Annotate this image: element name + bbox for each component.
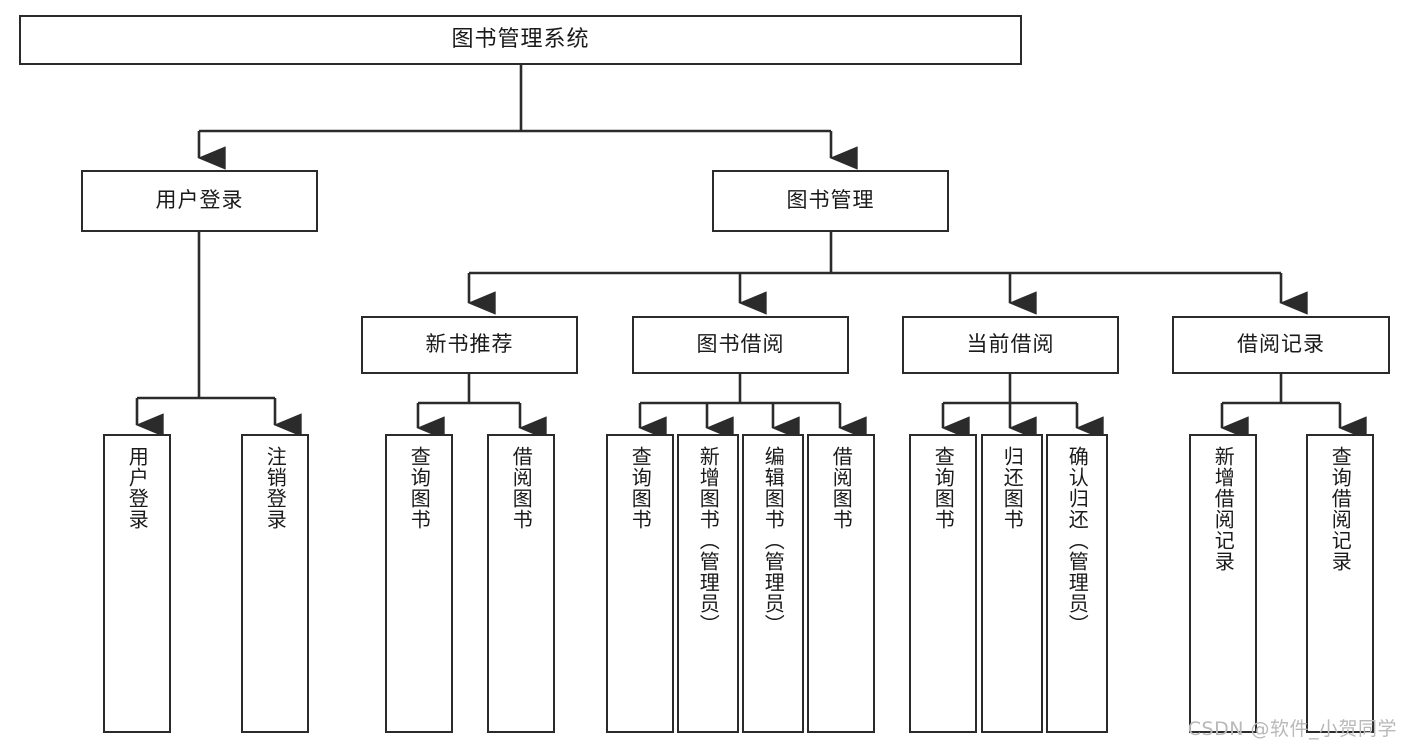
node-leaf-add-record-label: 新增借阅记录 <box>1211 446 1236 572</box>
node-leaf-confirm-return[interactable]: 确认归还（管理员） <box>1046 434 1108 733</box>
node-leaf-query-book-2-label: 查询图书 <box>628 446 653 530</box>
node-leaf-query-book-1-label: 查询图书 <box>407 446 432 530</box>
node-leaf-query-record[interactable]: 查询借阅记录 <box>1306 434 1374 733</box>
node-leaf-user-login-label: 用户登录 <box>125 446 150 530</box>
node-leaf-add-record[interactable]: 新增借阅记录 <box>1189 434 1257 733</box>
node-leaf-edit-book[interactable]: 编辑图书（管理员） <box>742 434 804 733</box>
node-book-manage[interactable]: 图书管理 <box>712 170 949 232</box>
node-leaf-logout-login-label: 注销登录 <box>263 446 288 530</box>
node-leaf-return-book-label: 归还图书 <box>1000 446 1025 530</box>
node-leaf-query-record-label: 查询借阅记录 <box>1328 446 1353 572</box>
node-book-borrow[interactable]: 图书借阅 <box>632 316 849 374</box>
node-leaf-edit-book-label: 编辑图书（管理员） <box>761 446 786 635</box>
node-leaf-query-book-2[interactable]: 查询图书 <box>606 434 674 733</box>
node-leaf-borrow-book-2[interactable]: 借阅图书 <box>807 434 875 733</box>
node-leaf-query-book-3-label: 查询图书 <box>931 446 956 530</box>
node-user-login[interactable]: 用户登录 <box>81 170 318 232</box>
node-leaf-logout-login[interactable]: 注销登录 <box>241 434 309 733</box>
node-leaf-borrow-book-1[interactable]: 借阅图书 <box>487 434 555 733</box>
node-borrow-record[interactable]: 借阅记录 <box>1172 316 1390 374</box>
node-current-borrow[interactable]: 当前借阅 <box>902 316 1119 374</box>
node-leaf-borrow-book-2-label: 借阅图书 <box>829 446 854 530</box>
watermark-text: CSDN @软件_小贺同学 <box>1187 718 1397 740</box>
node-leaf-query-book-3[interactable]: 查询图书 <box>909 434 977 733</box>
node-leaf-add-book-label: 新增图书（管理员） <box>696 446 721 635</box>
node-root[interactable]: 图书管理系统 <box>19 15 1022 65</box>
node-leaf-return-book[interactable]: 归还图书 <box>981 434 1043 733</box>
node-leaf-add-book[interactable]: 新增图书（管理员） <box>677 434 739 733</box>
node-leaf-confirm-return-label: 确认归还（管理员） <box>1065 446 1090 635</box>
node-leaf-user-login[interactable]: 用户登录 <box>103 434 171 733</box>
node-new-book-recommend[interactable]: 新书推荐 <box>361 316 578 374</box>
node-leaf-borrow-book-1-label: 借阅图书 <box>509 446 534 530</box>
node-leaf-query-book-1[interactable]: 查询图书 <box>385 434 453 733</box>
